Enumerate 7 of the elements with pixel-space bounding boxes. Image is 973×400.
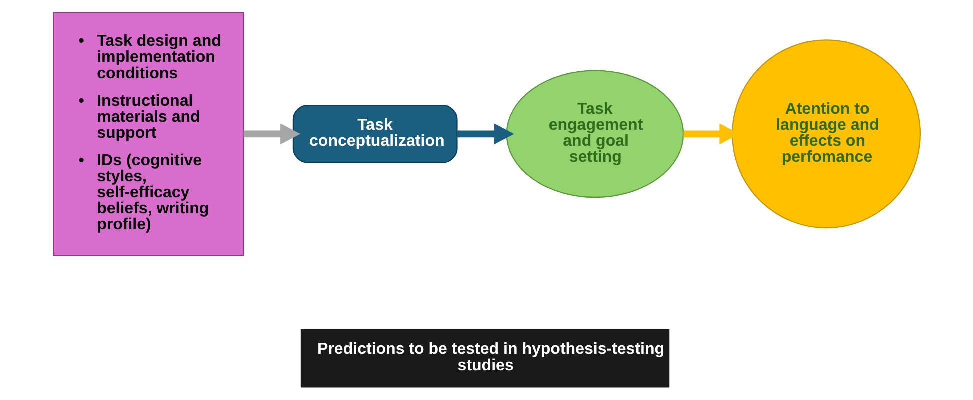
node-box: Task conceptualization (292, 104, 458, 164)
node-ellipse: Task engagement and goal setting (506, 70, 684, 198)
node-box: • Task design and implementation conditions • Instructional materials and support • IDs (cognitive styles, self-efficacy beliefs, writing profile) (52, 12, 244, 256)
arrow (243, 124, 300, 145)
node-box: Predictions to be tested in hypothesis-testing studies (300, 329, 670, 388)
arrow (456, 124, 514, 145)
node-circle: Atention to language and effects on perfomance (731, 40, 921, 229)
